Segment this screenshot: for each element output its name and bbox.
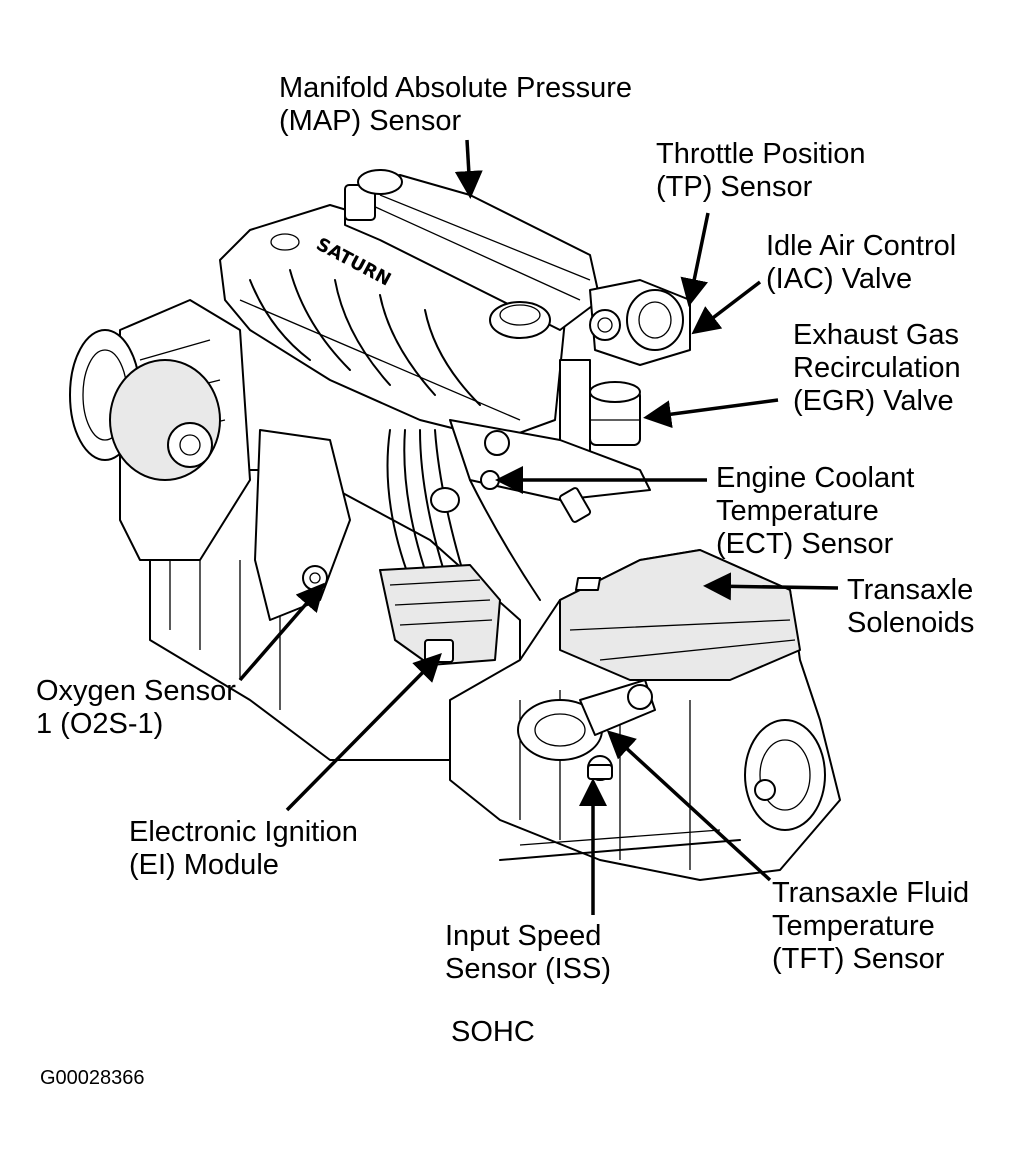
egr-valve-label-line-1: Exhaust Gas [793, 319, 960, 351]
egr-valve-label: Exhaust Gas Recirculation (EGR) Valve [793, 319, 961, 418]
figure-id: G00028366 [40, 1067, 145, 1089]
transaxle-solenoids-label-line-1: Transaxle [847, 574, 974, 606]
transaxle-solenoids-label: Transaxle Solenoids [847, 574, 974, 640]
ei-module-label-line-1: Electronic Ignition [129, 816, 358, 848]
ect-sensor-label: Engine Coolant Temperature (ECT) Sensor [716, 462, 914, 561]
egr-valve-label-line-3: (EGR) Valve [793, 385, 954, 417]
tft-sensor-label-line-2: Temperature [772, 910, 935, 942]
transaxle-solenoids-label-line-2: Solenoids [847, 607, 975, 639]
ei-module-label-line-2: (EI) Module [129, 849, 279, 881]
tft-sensor-label: Transaxle Fluid Temperature (TFT) Sensor [772, 877, 969, 976]
iac-valve-label: Idle Air Control (IAC) Valve [766, 230, 956, 296]
oxygen-sensor-label: Oxygen Sensor 1 (O2S-1) [36, 675, 236, 741]
tft-sensor-label-line-3: (TFT) Sensor [772, 943, 945, 975]
tft-iss-area [517, 679, 656, 781]
engine-type-caption: SOHC [451, 1016, 535, 1048]
tp-sensor-label: Throttle Position (TP) Sensor [656, 138, 866, 204]
iac-valve-label-line-1: Idle Air Control [766, 230, 957, 262]
tp-sensor-label-line-1: Throttle Position [656, 138, 866, 170]
iss-label-line-1: Input Speed [445, 920, 602, 952]
map-sensor-label-line-1: Manifold Absolute Pressure [279, 72, 633, 104]
oxygen-sensor-label-line-1: Oxygen Sensor [36, 675, 236, 707]
tft-sensor-label-line-1: Transaxle Fluid [772, 877, 970, 909]
ignition-wires [386, 429, 541, 601]
map-sensor-label: Manifold Absolute Pressure (MAP) Sensor [279, 72, 632, 138]
oxygen-sensor-label-line-2: 1 (O2S-1) [36, 708, 164, 740]
ect-sensor-label-line-2: Temperature [716, 495, 879, 527]
ect-sensor-label-line-3: (ECT) Sensor [716, 528, 894, 560]
tp-sensor-label-line-2: (TP) Sensor [656, 171, 813, 203]
iss-label-line-2: Sensor (ISS) [445, 953, 611, 985]
egr-valve-label-line-2: Recirculation [793, 352, 961, 384]
valve-cover [344, 169, 601, 339]
ac-compressor [69, 329, 221, 481]
ei-module-label: Electronic Ignition (EI) Module [129, 816, 358, 882]
map-sensor-label-line-2: (MAP) Sensor [279, 105, 462, 137]
iss-label: Input Speed Sensor (ISS) [445, 920, 611, 986]
iac-valve-label-line-2: (IAC) Valve [766, 263, 913, 295]
leader-lines [238, 139, 839, 915]
ect-sensor-label-line-1: Engine Coolant [716, 462, 915, 494]
throttle-body [589, 279, 691, 366]
